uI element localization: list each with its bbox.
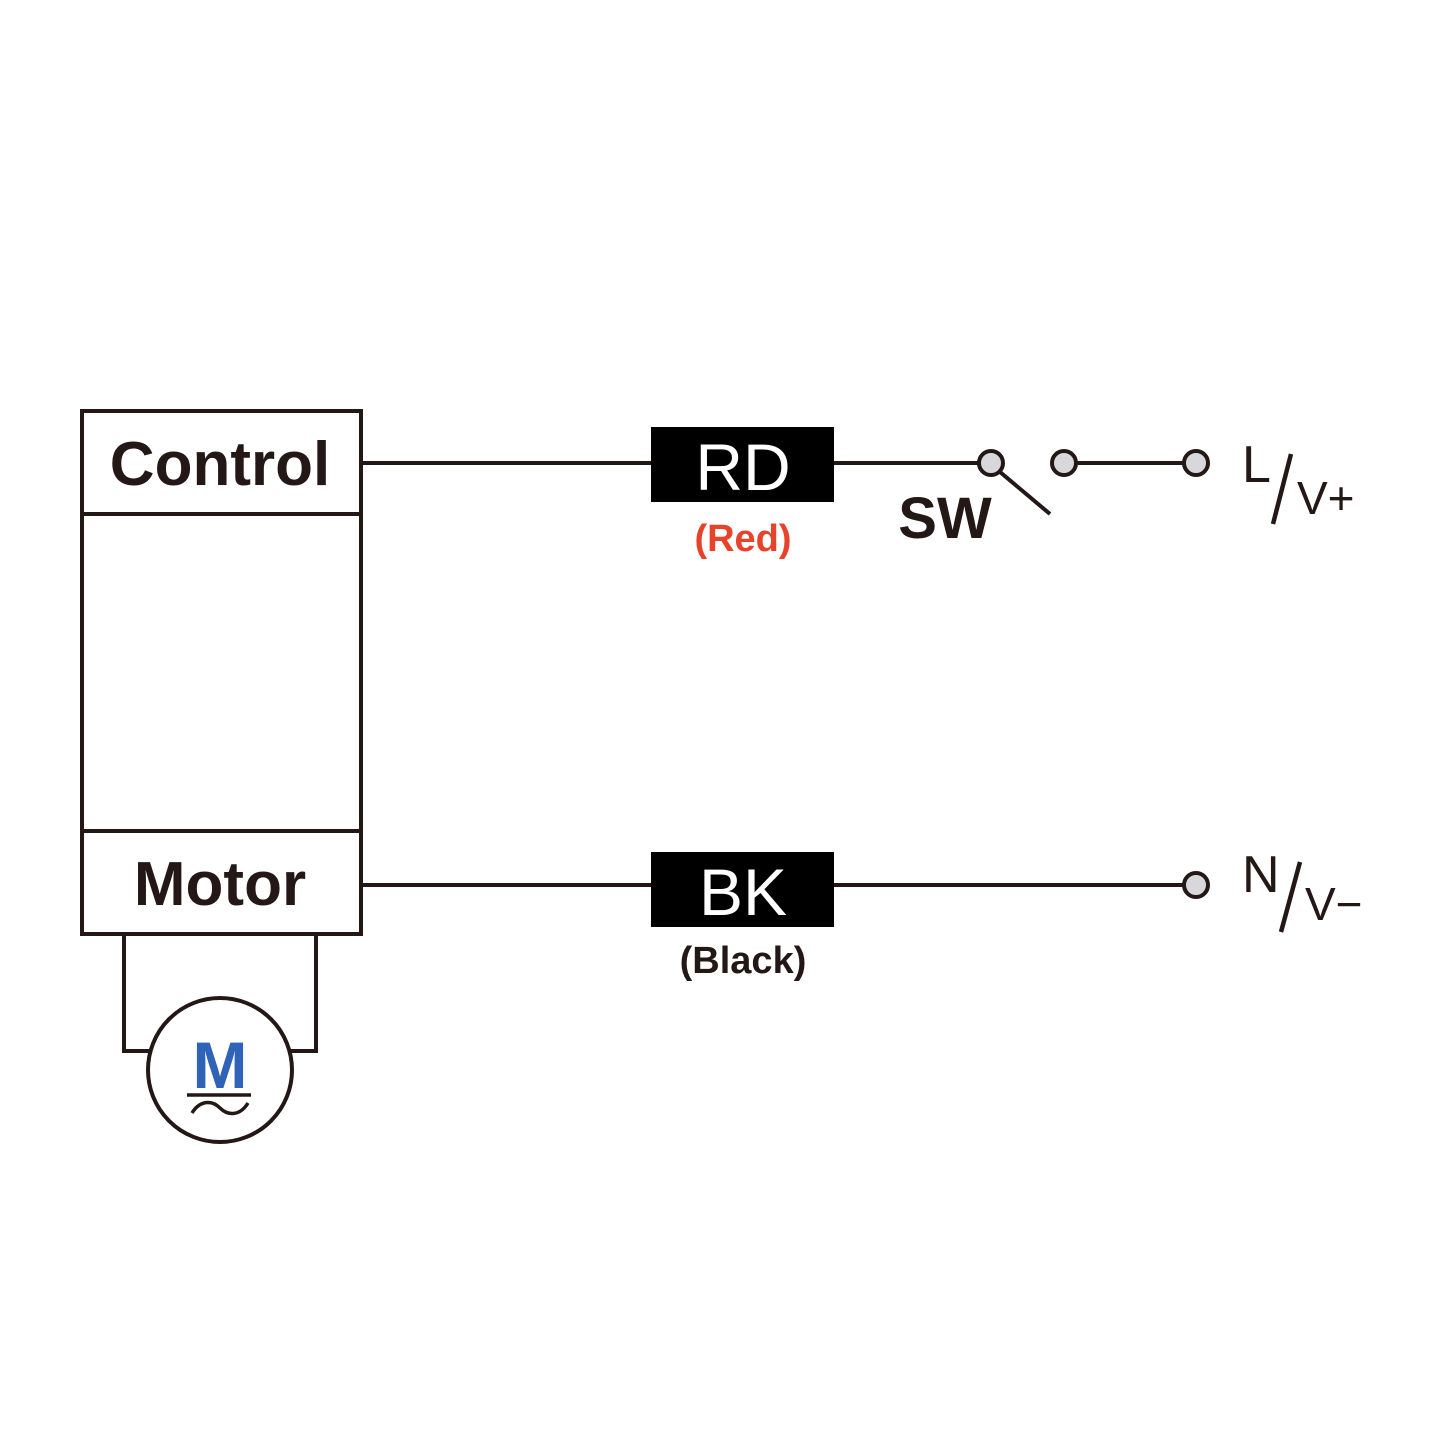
live-terminal: L V+ [1182,436,1355,525]
motor-label: Motor [134,850,306,919]
live-label-main: L [1242,436,1271,494]
switch-blade [998,470,1052,516]
live-label-sub: V+ [1297,472,1355,524]
live-label-slash [1270,453,1294,525]
switch: SW [898,449,1184,551]
motor-lead-right [288,934,318,1053]
live-terminal-dot [1182,449,1210,477]
red-wire-name: (Red) [694,518,791,560]
neutral-terminal: N V− [1182,846,1363,933]
black-wire: BK (Black) [361,852,1184,982]
neutral-label-slash [1278,861,1303,933]
control-label: Control [110,430,330,499]
neutral-label-sub: V− [1305,878,1363,930]
neutral-label-main: N [1242,846,1280,904]
motor-circle [146,996,294,1144]
red-wire: RD (Red) [361,427,979,560]
motor-letter: M [193,1028,248,1102]
switch-terminal-left [977,449,1005,477]
black-wire-tag [651,852,834,927]
controller-outline [80,409,363,936]
neutral-terminal-dot [1182,871,1210,899]
switch-label: SW [898,486,992,551]
motor-lead-left [122,934,152,1053]
controller-box: Control Motor [80,409,363,936]
motor-connection: M [122,934,318,1144]
red-wire-tag [651,427,834,502]
black-wire-code: BK [699,855,787,929]
switch-terminal-right [1050,449,1078,477]
black-wire-name: (Black) [680,940,807,982]
ac-wave-icon [190,1100,250,1116]
red-wire-code: RD [695,430,790,504]
